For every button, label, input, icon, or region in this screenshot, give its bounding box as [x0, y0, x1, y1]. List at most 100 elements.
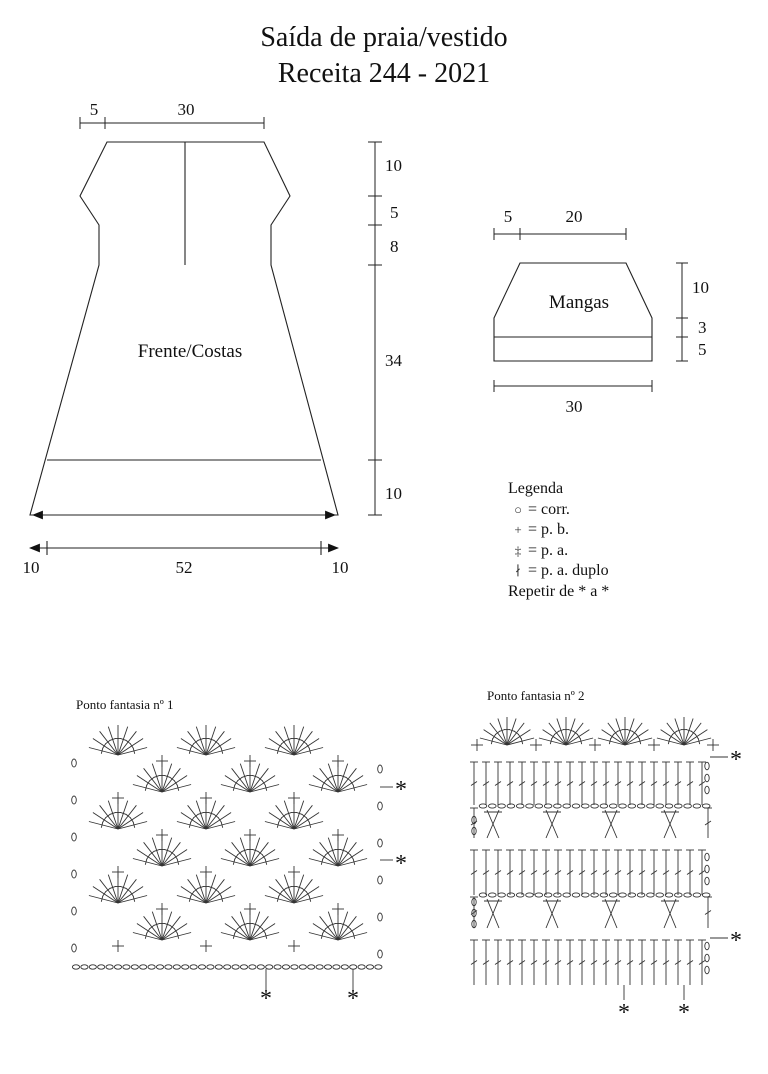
chain-mark	[273, 964, 282, 970]
chain-mark	[377, 764, 383, 774]
chart-2-title: Ponto fantasia nº 2	[487, 688, 585, 703]
chain-mark	[71, 964, 81, 970]
chain-mark	[488, 892, 497, 898]
fan-stitch-group	[176, 725, 236, 756]
fan-stitch-group	[479, 717, 535, 746]
body-side-dim-c: 8	[390, 237, 399, 256]
sleeve-piece-label: Mangas	[549, 292, 609, 313]
chain-mark	[590, 892, 599, 898]
recipe-number: Receita 244 - 2021	[277, 58, 491, 89]
chain-mark	[377, 912, 383, 922]
double-crochet-mark	[554, 939, 562, 985]
chain-mark	[189, 964, 198, 970]
single-crochet-icon: +	[514, 522, 522, 537]
fan-stitch-group	[597, 717, 653, 746]
double-crochet-mark	[638, 939, 646, 985]
body-side-dimension-line	[368, 141, 382, 516]
repeat-asterisk: *	[347, 986, 359, 1012]
chain-mark	[256, 964, 265, 970]
double-crochet-mark	[554, 761, 562, 805]
chain-mark	[223, 964, 232, 970]
chain-mark	[323, 964, 333, 970]
double-crochet-mark	[650, 761, 658, 805]
double-crochet-mark	[506, 761, 514, 805]
single-crochet-mark	[648, 739, 660, 751]
chain-mark	[71, 758, 77, 768]
chain-mark	[664, 803, 674, 809]
chain-mark	[290, 964, 299, 970]
double-crochet-mark	[698, 761, 706, 805]
double-crochet-mark	[530, 849, 538, 895]
chain-mark	[534, 803, 544, 809]
chain-mark	[71, 832, 77, 842]
double-crochet-mark	[530, 939, 538, 985]
chain-mark	[571, 803, 581, 809]
double-crochet-mark	[482, 849, 490, 895]
chain-mark	[646, 803, 655, 809]
chain-mark	[265, 964, 274, 970]
chain-mark	[105, 964, 114, 970]
repeat-asterisk: *	[260, 986, 272, 1012]
legend-item: ○ = corr.	[508, 500, 609, 521]
double-crochet-mark	[506, 939, 514, 985]
double-crochet-mark	[482, 939, 490, 985]
legend-item-text: = p. b.	[528, 521, 570, 538]
body-piece-label: Frente/Costas	[138, 341, 243, 362]
chain-mark	[377, 838, 383, 848]
double-crochet-mark	[626, 761, 634, 805]
chain-mark	[599, 892, 609, 898]
chain-stitch-icon: ○	[514, 501, 522, 517]
chain-mark	[618, 892, 627, 898]
repeat-asterisk: *	[730, 928, 742, 954]
double-crochet-mark	[704, 807, 712, 838]
chain-mark	[636, 803, 646, 809]
chain-mark	[248, 964, 257, 970]
chain-mark	[655, 892, 664, 898]
double-crochet-mark	[650, 939, 658, 985]
chain-mark	[571, 892, 581, 898]
chain-mark	[704, 773, 710, 783]
double-crochet-mark	[494, 849, 502, 895]
chain-mark	[231, 964, 240, 970]
sleeve-top-dim-b: 20	[566, 207, 583, 226]
repeat-asterisk: *	[395, 777, 407, 803]
chain-mark	[315, 964, 324, 970]
chain-mark	[340, 964, 349, 970]
repeat-asterisk: *	[395, 851, 407, 877]
fan-stitch-group	[264, 873, 324, 904]
chain-mark	[139, 964, 148, 970]
double-crochet-mark	[674, 761, 682, 805]
double-crochet-mark	[518, 761, 526, 805]
double-crochet-mark	[494, 761, 502, 805]
chain-mark	[307, 964, 316, 970]
chain-mark	[71, 906, 77, 916]
double-crochet-mark	[518, 939, 526, 985]
chain-mark	[636, 892, 646, 898]
fan-stitch-group	[220, 762, 280, 793]
treble-crochet-icon: ∤	[514, 563, 522, 578]
body-top-dim-a: 5	[90, 100, 99, 119]
repeat-asterisk: *	[730, 747, 742, 773]
fan-stitch-group	[538, 717, 594, 746]
page-title: Saída de praia/vestido	[260, 22, 508, 53]
chain-mark	[365, 964, 375, 970]
double-crochet-mark	[494, 939, 502, 985]
chain-mark	[704, 852, 710, 862]
chain-mark	[704, 953, 710, 963]
double-crochet-mark	[698, 849, 706, 895]
chain-mark	[471, 897, 477, 907]
double-crochet-mark	[686, 849, 694, 895]
chain-mark	[646, 892, 655, 898]
double-crochet-mark	[626, 939, 634, 985]
chain-mark	[281, 964, 291, 970]
fan-stitch-group	[308, 762, 368, 793]
chain-mark	[113, 964, 123, 970]
chain-mark	[122, 964, 131, 970]
double-crochet-mark	[674, 939, 682, 985]
fan-stitch-group	[88, 799, 148, 830]
fan-stitch-group	[656, 717, 712, 746]
double-crochet-mark	[686, 761, 694, 805]
chain-mark	[627, 803, 637, 809]
sleeve-top-dim-a: 5	[504, 207, 513, 226]
